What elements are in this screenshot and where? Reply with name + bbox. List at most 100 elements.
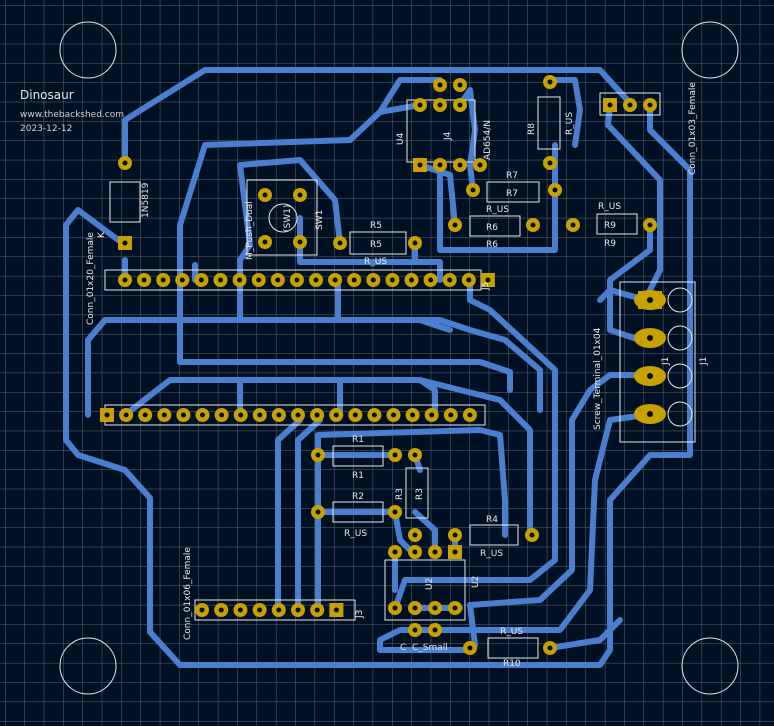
pad-drill	[529, 532, 535, 538]
pad-drill	[370, 277, 376, 283]
pad-drill	[647, 102, 653, 108]
pad-drill	[457, 102, 463, 108]
pad-drill	[314, 412, 320, 418]
trace	[607, 222, 653, 343]
d1-label: 1N5819	[141, 182, 151, 218]
pad-drill	[457, 82, 463, 88]
r9-ref-label: R9	[604, 221, 616, 231]
board-website: www.thebackshed.com	[20, 110, 125, 120]
sw1-ref-label: SW1	[315, 210, 325, 230]
c-value-label: C_Small	[412, 643, 448, 653]
r4-ref-label: R4	[486, 515, 498, 525]
r9-ref2-label: R9	[604, 239, 616, 249]
r7-ref-label: R7	[506, 171, 518, 181]
trace	[85, 317, 108, 418]
pad-drill	[256, 277, 262, 283]
j6-outline	[599, 92, 661, 116]
r7-ref2-label: R7	[506, 189, 518, 199]
trace	[122, 67, 633, 166]
pad-drill	[448, 412, 454, 418]
pad-drill	[160, 277, 166, 283]
trace	[547, 617, 623, 651]
r5-body	[349, 231, 407, 255]
pad-drill	[219, 412, 225, 418]
pad-drill	[297, 192, 303, 198]
pad-drill	[607, 102, 613, 108]
sw1-outline	[246, 179, 318, 256]
pad-drill	[437, 162, 443, 168]
pad-drill	[392, 509, 398, 515]
pad-drill	[412, 605, 418, 611]
pad-drill	[180, 412, 186, 418]
r10-ref-label: R10	[503, 659, 521, 669]
trace	[63, 102, 693, 668]
sw1-ref2-label: (SW1)	[283, 205, 293, 232]
j3-value-label: Conn_01x06_Female	[183, 547, 193, 640]
pads	[100, 75, 666, 655]
pad-drill	[352, 412, 358, 418]
silk-text: 1N5819 K M_Push_Dual SW1 (SW1) R5 R5 R_U…	[86, 82, 709, 669]
j1-value-label: Screw_Terminal_01x04	[593, 327, 603, 430]
r8-value-label: R_US	[565, 112, 575, 135]
mounting-hole-bl	[59, 637, 117, 695]
pad-drill	[351, 277, 357, 283]
pad-drill	[647, 222, 653, 228]
pad-drill	[409, 277, 414, 283]
pad-drill	[412, 240, 418, 246]
j1-screw-4	[667, 401, 693, 427]
pad-drill	[333, 607, 339, 613]
pad-drill	[627, 102, 633, 108]
pad-drill	[371, 412, 377, 418]
pad-drill	[570, 222, 576, 228]
board-title: Dinosaur	[20, 88, 74, 102]
pad-drill	[198, 277, 204, 283]
r5-ref2-label: R5	[370, 240, 382, 250]
r5-value-label: R_US	[364, 257, 387, 267]
r6-ref-label: R6	[486, 223, 498, 233]
pad-drill	[337, 240, 343, 246]
pad-drill	[452, 549, 458, 555]
trace	[315, 427, 508, 613]
r3-ref-label: R3	[395, 488, 405, 500]
pad-drill	[391, 412, 396, 418]
pad-drill	[315, 509, 321, 515]
j1-screw-1	[667, 287, 693, 313]
pad-drill	[141, 277, 147, 283]
pad-drill	[412, 549, 418, 555]
pad-drill	[257, 412, 263, 418]
r6-body	[469, 215, 521, 237]
r7-body	[486, 181, 540, 203]
trace	[315, 509, 418, 558]
j4-ref-label: J4	[443, 131, 453, 141]
r1-ref2-label: R1	[352, 471, 364, 481]
r5-ref-label: R5	[370, 221, 382, 231]
pad-drill	[447, 277, 453, 283]
c-ref-label: C	[400, 643, 406, 653]
j1-screw-2	[667, 325, 693, 351]
pad-drill	[547, 645, 553, 651]
j6-value-label: Conn_01x03_Female	[688, 82, 698, 175]
mounting-hole-tr	[681, 21, 739, 79]
traces	[63, 67, 693, 668]
pad-drill	[333, 412, 339, 418]
mounting-holes	[59, 21, 739, 695]
pad-drill	[466, 277, 472, 283]
pad-drill	[432, 605, 438, 611]
r10-value-label: R_US	[500, 627, 523, 637]
trace	[437, 142, 558, 253]
pad-drill	[467, 645, 473, 651]
pad-drill	[547, 79, 553, 85]
trace	[295, 417, 323, 613]
trace	[102, 317, 453, 333]
pad-drill	[218, 277, 223, 283]
r6-ref2-label: R6	[486, 240, 498, 250]
pad-drill	[257, 607, 263, 613]
r3-ref2-label: R3	[415, 488, 425, 500]
u2-outline	[384, 559, 466, 621]
trace	[417, 162, 458, 228]
pad-drill	[647, 411, 653, 417]
pad-drill	[428, 277, 434, 283]
pad-drill	[437, 82, 443, 88]
mounting-hole-tl	[59, 21, 117, 79]
